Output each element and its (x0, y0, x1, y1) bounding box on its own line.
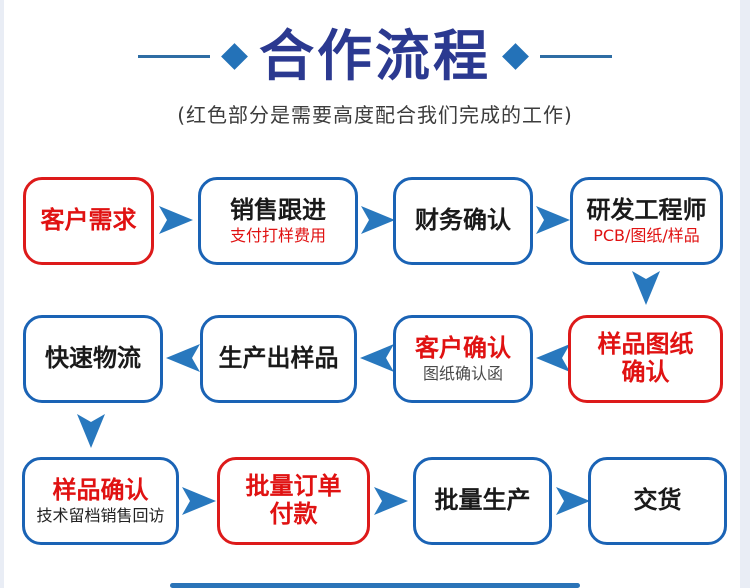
node-subtitle: 支付打样费用 (229, 226, 326, 246)
node-title: 批量生产 (434, 486, 531, 515)
node-title: 样品确认 (52, 475, 149, 504)
title-right-diamond-icon (502, 42, 529, 70)
arrow-right-icon (374, 487, 408, 515)
node-title: 财务确认 (415, 206, 511, 235)
node-title: 客户确认 (415, 333, 511, 362)
title-right-line (540, 54, 612, 58)
flow-node-sample-confirm: 样品确认 技术留档销售回访 (22, 457, 179, 545)
flow-node-fast-logistics: 快速物流 (23, 315, 163, 403)
title-left-line (137, 54, 210, 58)
node-title: 客户需求 (40, 206, 137, 235)
flow-node-sales-follow-up: 销售跟进 支付打样费用 (198, 177, 358, 265)
node-title: 生产出样品 (218, 344, 339, 373)
flow-node-produce-sample: 生产出样品 (200, 315, 357, 403)
left-edge-strip (0, 0, 4, 588)
page-title: 合作流程 (258, 24, 491, 88)
flow-node-rd-engineer: 研发工程师 PCB/图纸/样品 (570, 177, 723, 265)
arrow-right-icon (556, 487, 590, 515)
flow-node-sample-drawing-confirm: 样品图纸 确认 (568, 315, 723, 403)
arrow-right-icon (361, 206, 395, 234)
node-title: 批量订单 付款 (245, 472, 342, 528)
arrow-right-icon (536, 206, 570, 234)
arrow-down-icon (77, 414, 105, 448)
arrow-left-icon (166, 344, 200, 372)
node-title: 销售跟进 (230, 195, 326, 224)
page-subtitle: (红色部分是需要高度配合我们完成的工作) (177, 102, 573, 127)
flow-node-bulk-order-payment: 批量订单 付款 (217, 457, 370, 545)
flow-node-finance-confirm: 财务确认 (393, 177, 533, 265)
node-subtitle: 图纸确认函 (422, 364, 503, 384)
flow-node-bulk-production: 批量生产 (413, 457, 552, 545)
flow-node-customer-confirm: 客户确认 图纸确认函 (393, 315, 533, 403)
title-row: 合作流程 (0, 26, 750, 87)
node-title: 研发工程师 (586, 195, 707, 224)
flow-node-customer-demand: 客户需求 (23, 177, 154, 265)
arrow-right-icon (159, 206, 193, 234)
title-left-diamond-icon (221, 42, 248, 70)
right-edge-strip (740, 0, 750, 588)
bottom-accent-bar (170, 583, 580, 588)
node-title: 快速物流 (45, 344, 141, 373)
arrow-down-icon (632, 271, 660, 305)
arrow-left-icon (536, 344, 570, 372)
header: 合作流程 (红色部分是需要高度配合我们完成的工作) (0, 0, 750, 128)
node-title: 交货 (633, 486, 682, 515)
node-subtitle: PCB/图纸/样品 (593, 226, 700, 246)
arrow-right-icon (182, 487, 216, 515)
node-subtitle: 技术留档销售回访 (36, 506, 165, 526)
flow-node-delivery: 交货 (588, 457, 727, 545)
node-title: 样品图纸 确认 (597, 330, 694, 386)
arrow-left-icon (360, 344, 394, 372)
